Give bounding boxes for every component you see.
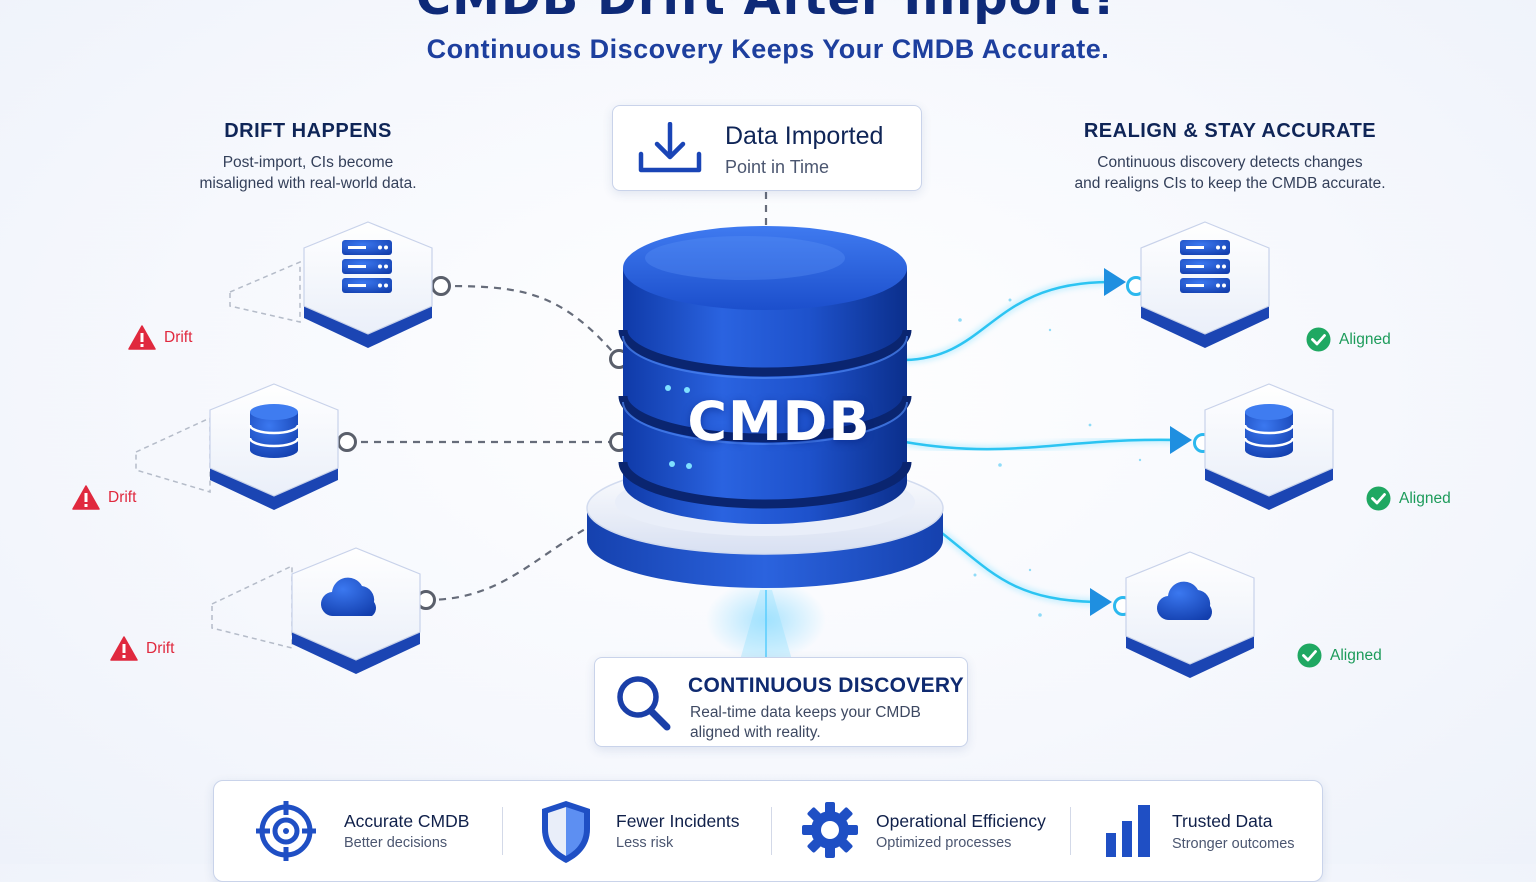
realign-desc-line-1: Continuous discovery detects changes <box>1097 154 1363 171</box>
continuous-discovery-card: CONTINUOUS DISCOVERY Real-time data keep… <box>594 657 968 747</box>
aligned-label: Aligned <box>1399 489 1451 507</box>
gear-icon <box>802 802 858 858</box>
database-icon <box>1243 404 1295 458</box>
drift-description: Post-import, CIs become misaligned with … <box>158 152 458 194</box>
drift-desc-line-1: Post-import, CIs become <box>222 154 394 171</box>
aligned-status-server: Aligned <box>1306 327 1391 352</box>
benefit-title: Operational Efficiency <box>876 811 1046 831</box>
benefit-accurate-cmdb <box>254 799 318 867</box>
drift-label: Drift <box>164 328 193 346</box>
drift-status-server: Drift <box>128 325 192 350</box>
aligned-status-database: Aligned <box>1366 486 1451 511</box>
discovery-beam <box>706 580 826 660</box>
benefit-title: Trusted Data <box>1172 811 1273 831</box>
database-icon <box>248 404 300 458</box>
data-imported-card: Data Imported Point in Time <box>612 105 922 191</box>
discovery-description: Real-time data keeps your CMDB aligned w… <box>690 703 921 743</box>
benefit-trusted-data <box>1104 803 1154 863</box>
discovery-desc-line-1: Real-time data keeps your CMDB <box>690 704 921 721</box>
server-icon <box>1180 240 1230 293</box>
page-subtitle: Continuous Discovery Keeps Your CMDB Acc… <box>426 34 1110 64</box>
benefit-operational-efficiency <box>800 799 860 865</box>
discovery-title: CONTINUOUS DISCOVERY <box>688 674 964 697</box>
download-icon <box>638 122 702 173</box>
flow-cloud-aligned <box>936 528 1097 604</box>
shield-icon <box>542 801 590 863</box>
page-title: CMDB Drift After Import? <box>0 0 1536 26</box>
bar-chart-icon <box>1106 805 1150 857</box>
realign-desc-line-2: and realigns CIs to keep the CMDB accura… <box>1074 175 1386 192</box>
benefit-subtitle: Better decisions <box>344 835 448 851</box>
drift-label: Drift <box>146 639 175 657</box>
aligned-label: Aligned <box>1330 646 1382 664</box>
aligned-label: Aligned <box>1339 330 1391 348</box>
data-imported-subtitle: Point in Time <box>725 157 830 177</box>
cloud-icon <box>320 577 376 617</box>
connector-server-drift <box>441 284 619 359</box>
benefit-subtitle: Stronger outcomes <box>1172 836 1295 852</box>
diagram-canvas <box>135 192 1334 678</box>
cloud-icon <box>1156 581 1212 621</box>
benefit-divider <box>771 807 772 855</box>
right-connectors <box>901 278 1179 606</box>
realign-heading: REALIGN & STAY ACCURATE <box>1083 120 1377 142</box>
flow-database-aligned <box>903 438 1177 451</box>
target-icon <box>256 801 316 861</box>
benefit-divider <box>502 807 503 855</box>
benefit-subtitle: Optimized processes <box>876 835 1012 851</box>
data-imported-title: Data Imported <box>725 122 884 150</box>
drift-status-database: Drift <box>72 485 136 510</box>
benefit-divider <box>1070 807 1071 855</box>
benefit-title: Fewer Incidents <box>616 811 740 831</box>
aligned-status-cloud: Aligned <box>1297 643 1382 668</box>
realign-description: Continuous discovery detects changes and… <box>1040 152 1420 194</box>
check-circle-icon <box>1306 327 1331 352</box>
server-icon <box>342 240 392 293</box>
benefits-bar: Accurate CMDB Better decisions Fewer Inc… <box>213 780 1323 882</box>
flow-arrowheads <box>1090 268 1192 616</box>
drift-label: Drift <box>108 488 137 506</box>
cmdb-cylinder <box>586 226 944 588</box>
check-circle-icon <box>1366 486 1391 511</box>
cmdb-label: CMDB <box>687 390 871 453</box>
flow-particles <box>958 298 1142 617</box>
drift-desc-line-2: misaligned with real-world data. <box>199 175 417 192</box>
warning-icon <box>128 325 156 350</box>
flow-server-aligned <box>903 280 1112 362</box>
drift-status-cloud: Drift <box>110 636 174 661</box>
search-icon <box>617 676 671 731</box>
check-circle-icon <box>1297 643 1322 668</box>
left-connectors <box>348 192 768 602</box>
drift-heading: DRIFT HAPPENS <box>224 120 392 142</box>
warning-icon <box>110 636 138 661</box>
discovery-desc-line-2: aligned with reality. <box>690 724 821 741</box>
connector-cloud-drift <box>425 524 593 602</box>
benefit-title: Accurate CMDB <box>344 811 470 831</box>
benefit-subtitle: Less risk <box>616 835 674 851</box>
warning-icon <box>72 485 100 510</box>
benefit-fewer-incidents <box>540 799 592 869</box>
drift-ghost-outlines <box>135 260 301 649</box>
